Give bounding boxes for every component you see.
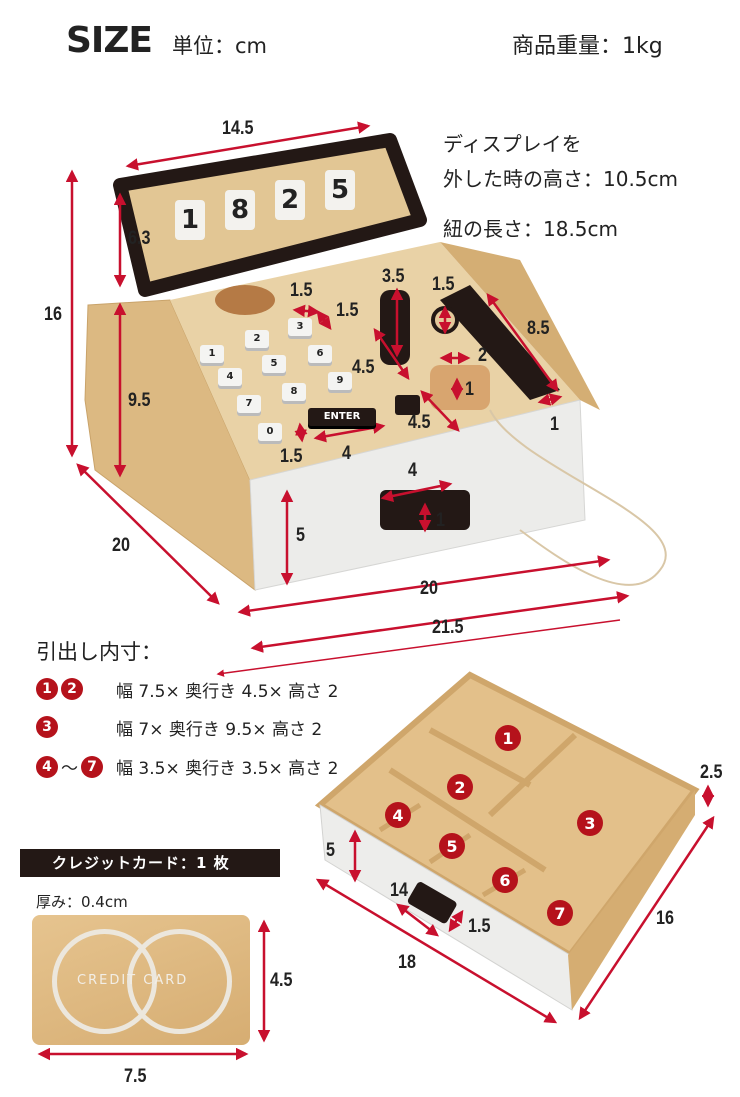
range-sep: ～ xyxy=(61,759,78,779)
row-text: 幅 3.5× 奥行き 3.5× 高さ 2 xyxy=(116,759,339,779)
dim-label: 1.5 xyxy=(432,274,455,295)
key-1[interactable]: 1 xyxy=(200,345,224,363)
dim-label: 1.5 xyxy=(290,280,313,301)
key-5[interactable]: 5 xyxy=(262,355,286,373)
key-7[interactable]: 7 xyxy=(237,395,261,413)
compartment-1: 1 xyxy=(495,725,521,751)
dim-label: 14 xyxy=(390,880,408,901)
dim-label: 3.5 xyxy=(382,266,405,287)
card-logo-text: CREDIT CARD xyxy=(77,973,189,988)
dim-label: 1 xyxy=(550,414,559,435)
card-thickness: 厚み：0.4cm xyxy=(36,893,128,911)
display-digit: 5 xyxy=(325,170,355,210)
credit-card: CREDIT CARD xyxy=(32,915,250,1045)
card-heading: クレジットカード：1 枚 xyxy=(20,849,280,877)
dim-label: 14.5 xyxy=(222,118,254,139)
dimension-arrows xyxy=(37,121,715,1061)
compartment-4: 4 xyxy=(385,802,411,828)
cord-note: 紐の長さ：18.5cm xyxy=(443,217,619,241)
dim-label: 20 xyxy=(112,535,130,556)
mark: 2 xyxy=(61,678,83,700)
dim-label: 2 xyxy=(478,345,487,366)
dim-label: 4 xyxy=(342,443,351,464)
key-4[interactable]: 4 xyxy=(218,368,242,386)
dim-label: 18 xyxy=(398,952,416,973)
display-note-2: 外した時の高さ：10.5cm xyxy=(443,167,679,191)
display-digit: 1 xyxy=(175,200,205,240)
dim-label: 4.5 xyxy=(408,412,431,433)
dim-label: 6.3 xyxy=(128,228,151,249)
mark: 3 xyxy=(36,716,58,738)
ring-logo-icon xyxy=(127,929,232,1034)
card-width: 7.5 xyxy=(124,1066,147,1087)
key-9[interactable]: 9 xyxy=(328,372,352,390)
weight-label: 商品重量：1kg xyxy=(512,34,663,59)
key-8[interactable]: 8 xyxy=(282,383,306,401)
drawer-inner-row: 4～7 幅 3.5× 奥行き 3.5× 高さ 2 xyxy=(36,754,338,779)
dim-label: 1.5 xyxy=(468,916,491,937)
dim-label: 5 xyxy=(296,525,305,546)
dim-label: 16 xyxy=(44,304,62,325)
compartment-2: 2 xyxy=(447,774,473,800)
key-2[interactable]: 2 xyxy=(245,330,269,348)
tray-floor xyxy=(314,671,700,959)
display-digit: 2 xyxy=(275,180,305,220)
display-digit: 8 xyxy=(225,190,255,230)
drawer-inner-row: 3 幅 7× 奥行き 9.5× 高さ 2 xyxy=(36,716,322,740)
mark: 1 xyxy=(36,678,58,700)
dim-label: 1 xyxy=(436,510,445,531)
compartment-3: 3 xyxy=(577,810,603,836)
size-title: SIZE xyxy=(66,20,153,61)
row-text: 幅 7.5× 奥行き 4.5× 高さ 2 xyxy=(116,681,339,702)
unit-label: 単位：cm xyxy=(172,34,268,58)
dim-label: 21.5 xyxy=(432,617,464,638)
key-3[interactable]: 3 xyxy=(288,318,312,336)
dim-label: 1.5 xyxy=(336,300,359,321)
dim-label: 8.5 xyxy=(527,318,550,339)
dim-label: 4.5 xyxy=(352,357,375,378)
dim-label: 16 xyxy=(656,908,674,929)
drawer-inner-title: 引出し内寸： xyxy=(36,640,162,664)
dim-label: 5 xyxy=(326,840,335,861)
compartment-6: 6 xyxy=(492,867,518,893)
compartment-7: 7 xyxy=(547,900,573,926)
mark: 7 xyxy=(81,755,103,778)
display-note-1: ディスプレイを xyxy=(443,132,582,156)
card-height: 4.5 xyxy=(270,970,293,991)
dim-label: 2.5 xyxy=(700,762,723,783)
dim-label: 20 xyxy=(420,578,438,599)
enter-key[interactable]: ENTER xyxy=(308,408,376,426)
key-6[interactable]: 6 xyxy=(308,345,332,363)
row-text: 幅 7× 奥行き 9.5× 高さ 2 xyxy=(116,719,323,740)
dim-label: 9.5 xyxy=(128,390,151,411)
dim-label: 4 xyxy=(408,460,417,481)
dim-label: 1 xyxy=(465,379,474,400)
key-0[interactable]: 0 xyxy=(258,423,282,441)
dim-label: 1.5 xyxy=(280,446,303,467)
compartment-5: 5 xyxy=(439,833,465,859)
mark: 4 xyxy=(36,755,58,778)
